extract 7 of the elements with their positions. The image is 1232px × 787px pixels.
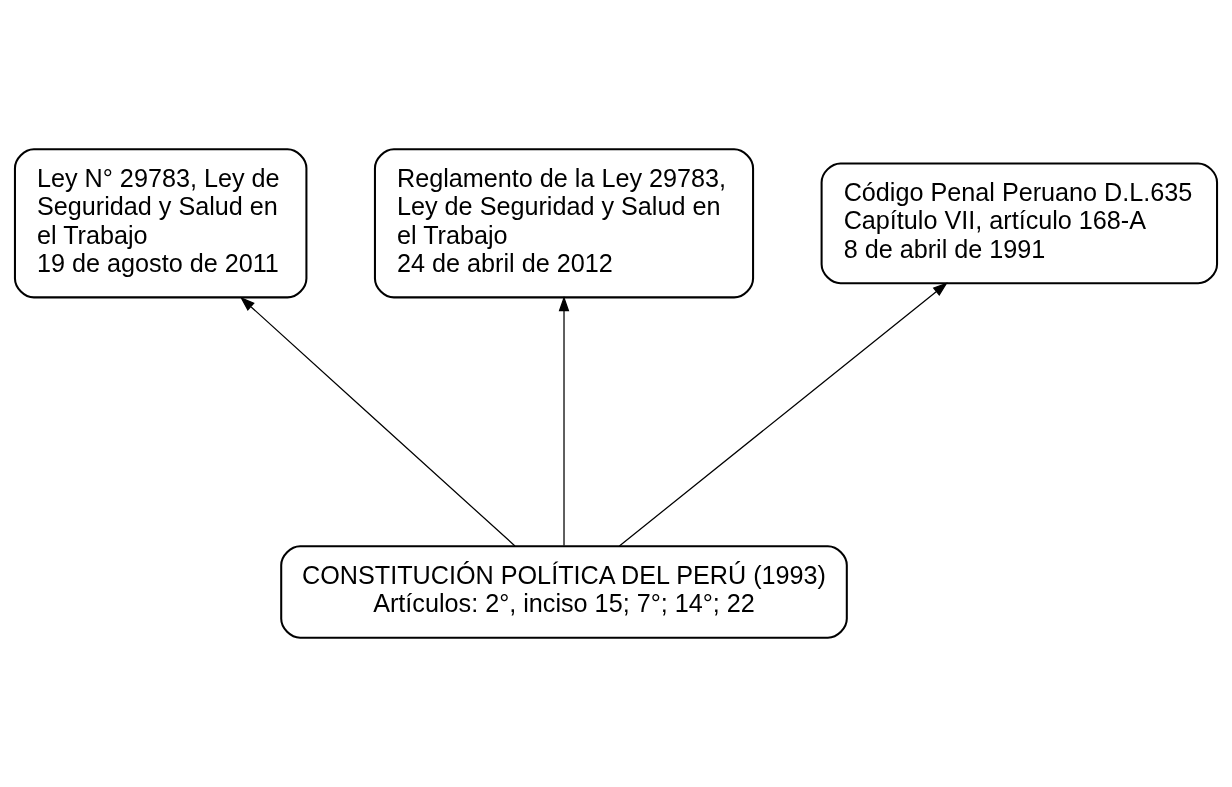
node-box: CONSTITUCIÓN POLÍTICA DEL PERÚ (1993) Artículos: 2°, inciso 15; 7°; 14°; 22	[280, 545, 848, 639]
node-box: Código Penal Peruano D.L.635 Capítulo VII, artículo 168-A 8 de abril de 1991	[820, 162, 1219, 285]
arrow	[618, 282, 948, 547]
arrow	[240, 296, 516, 547]
arrow	[558, 296, 570, 547]
node-box: Ley N° 29783, Ley de Seguridad y Salud en el Trabajo 19 de agosto de 2011	[13, 148, 308, 299]
node-box: Reglamento de la Ley 29783, Ley de Seguridad y Salud en el Trabajo 24 de abril de 2012	[373, 148, 755, 299]
